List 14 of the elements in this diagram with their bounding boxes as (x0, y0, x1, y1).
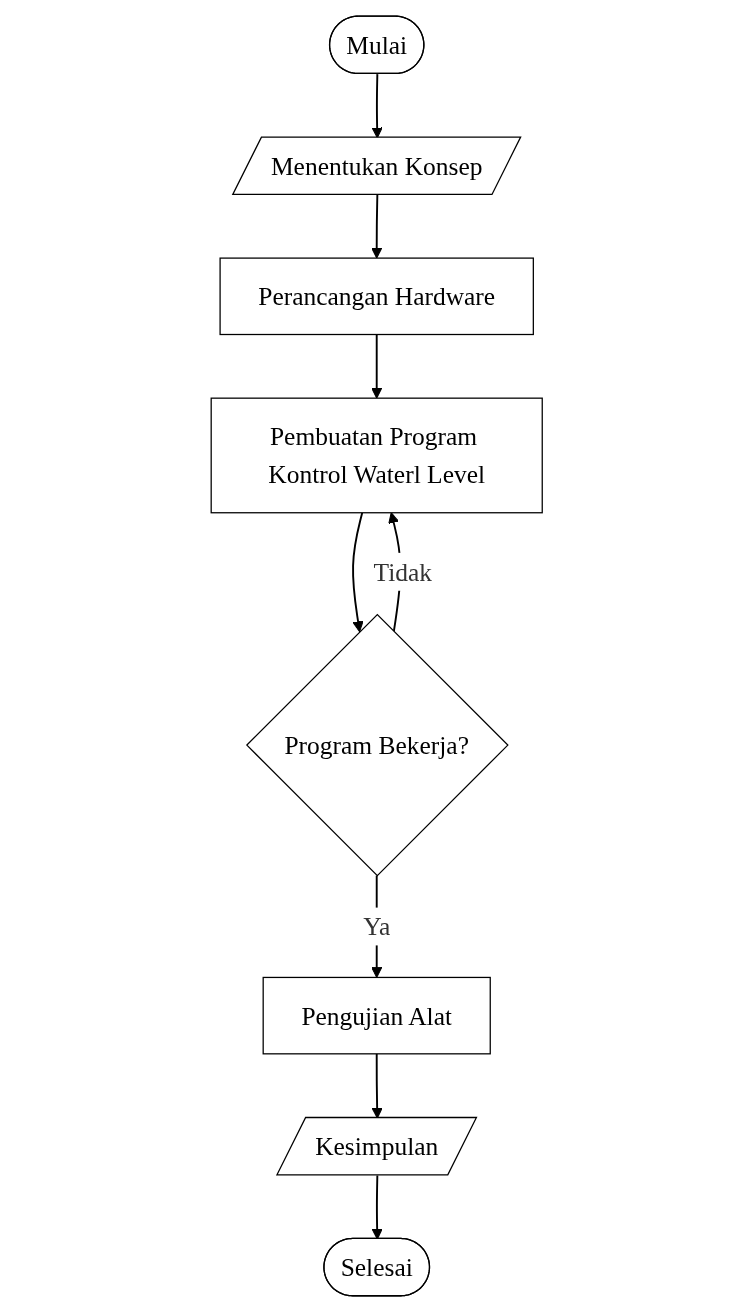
arrow (352, 511, 364, 633)
process-box: Pengujian Alat (262, 976, 492, 1055)
process-box: Pembuatan Program Kontrol Waterl Level (210, 397, 544, 514)
input-output-box: Kesimpulan (276, 1116, 478, 1176)
process-box: Perancangan Hardware (219, 257, 535, 336)
terminal-box: Selesai (323, 1237, 431, 1297)
arrow (371, 333, 383, 399)
terminal-box: Mulai (329, 15, 425, 75)
input-output-box: Menentukan Konsep (232, 136, 522, 196)
edge-label: Ya (363, 907, 391, 946)
arrow (371, 1174, 384, 1240)
decision-diamond: Program Bekerja? (246, 613, 509, 877)
edge-label: Tidak (373, 552, 433, 591)
arrow (371, 194, 383, 259)
